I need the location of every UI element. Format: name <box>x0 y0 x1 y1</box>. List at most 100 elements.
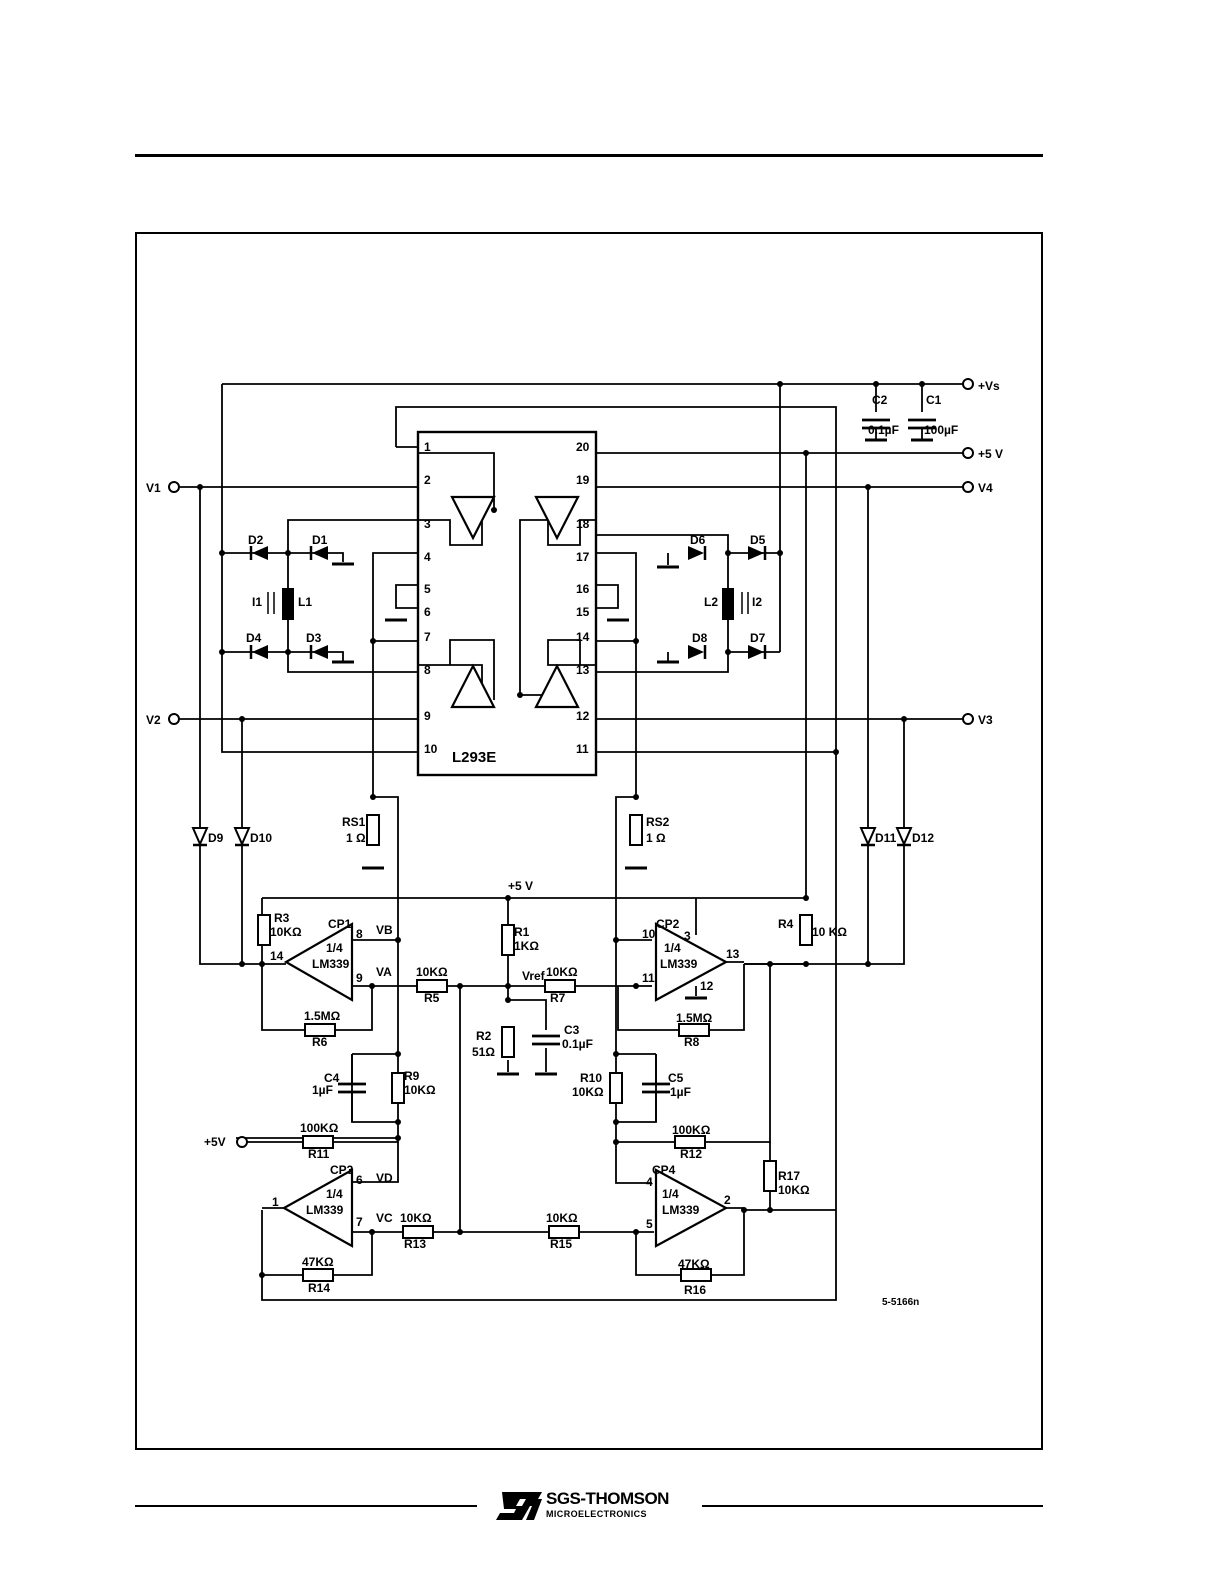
terminal-v2 <box>168 713 180 725</box>
label-d2: D2 <box>248 533 264 547</box>
chip-pin-1: 1 <box>424 440 431 454</box>
label-d7: D7 <box>750 631 766 645</box>
diode-d8 <box>686 643 707 661</box>
label-r8: R8 <box>684 1035 700 1049</box>
label-d3: D3 <box>306 631 322 645</box>
label-r14: R14 <box>308 1281 330 1295</box>
chip-pin-16: 16 <box>576 582 590 596</box>
comparator-cp3 <box>281 1168 354 1248</box>
l293e-chip <box>416 430 598 777</box>
resistor-r14 <box>302 1268 334 1282</box>
resistor-r4 <box>799 914 813 946</box>
label-cp4-part: LM339 <box>662 1203 700 1217</box>
label-cp2-part: LM339 <box>660 957 698 971</box>
label-d12: D12 <box>912 831 934 845</box>
label-r13-val: 10KΩ <box>400 1211 432 1225</box>
label-r7: R7 <box>550 991 566 1005</box>
label-c3: C3 <box>564 1023 580 1037</box>
label-rs2-val: 1 Ω <box>646 831 666 845</box>
label-r2: R2 <box>476 1029 492 1043</box>
label-r11: R11 <box>308 1147 330 1161</box>
label-d6: D6 <box>690 533 706 547</box>
label-c4: C4 <box>324 1071 340 1085</box>
brand-name: SGS-THOMSON <box>546 1489 669 1508</box>
label-i2: I2 <box>752 595 762 609</box>
label-vb: VB <box>376 923 393 937</box>
label-vref: Vref <box>522 969 546 983</box>
label-c2: C2 <box>872 393 888 407</box>
chip-pin-9: 9 <box>424 709 431 723</box>
pin-cp2-3: 3 <box>684 929 691 943</box>
label-c2-val: 0.1µF <box>868 423 899 437</box>
label-c4-val: 1µF <box>312 1083 333 1097</box>
pin-cp2-10: 10 <box>642 927 656 941</box>
pin-cp1-9: 9 <box>356 971 363 985</box>
chip-pin-15: 15 <box>576 605 590 619</box>
resistor-r2 <box>501 1026 515 1058</box>
chip-pin-7: 7 <box>424 630 431 644</box>
pin-cp4-5: 5 <box>646 1217 653 1231</box>
resistor-rs1 <box>366 814 380 846</box>
label-d11: D11 <box>875 831 897 845</box>
terminal-5v <box>962 447 974 459</box>
label-r15: R15 <box>550 1237 572 1251</box>
label-c1-val: 100µF <box>924 423 958 437</box>
label-r6: R6 <box>312 1035 328 1049</box>
label-va: VA <box>376 965 392 979</box>
pin-cp1-14: 14 <box>270 949 284 963</box>
comparator-cp2 <box>654 922 729 1002</box>
chip-name: L293E <box>452 749 496 766</box>
label-r2-val: 51Ω <box>472 1045 495 1059</box>
chip-pin-18: 18 <box>576 517 590 531</box>
pin-cp2-12: 12 <box>700 979 714 993</box>
header-rule <box>135 154 1043 157</box>
chip-pin-20: 20 <box>576 440 590 454</box>
label-r9-val: 10KΩ <box>404 1083 436 1097</box>
terminal-5v-left <box>236 1136 248 1148</box>
label-r5: R5 <box>424 991 440 1005</box>
label-v4: V4 <box>978 481 993 495</box>
figure-code: 5-5166n <box>882 1297 919 1308</box>
chip-pin-3: 3 <box>424 517 431 531</box>
chip-pin-17: 17 <box>576 550 590 564</box>
label-r17-val: 10KΩ <box>778 1183 810 1197</box>
label-r10-val: 10KΩ <box>572 1085 604 1099</box>
label-d8: D8 <box>692 631 708 645</box>
chip-pin-12: 12 <box>576 709 590 723</box>
resistor-r17 <box>763 1160 777 1192</box>
label-5v-rail: +5 V <box>508 879 533 893</box>
label-d5: D5 <box>750 533 766 547</box>
label-r5-val: 10KΩ <box>416 965 448 979</box>
label-cp4: CP4 <box>652 1163 676 1177</box>
chip-pin-5: 5 <box>424 582 431 596</box>
label-d9: D9 <box>208 831 224 845</box>
inductor-l2 <box>722 588 734 620</box>
comparator-cp4 <box>654 1168 729 1248</box>
diode-d3 <box>309 643 330 661</box>
terminal-v1 <box>168 481 180 493</box>
label-i1: I1 <box>252 595 262 609</box>
label-r10: R10 <box>580 1071 602 1085</box>
pin-cp3-6: 6 <box>356 1173 363 1187</box>
label-l2: L2 <box>704 595 718 609</box>
chip-pin-4: 4 <box>424 550 431 564</box>
resistor-r3 <box>257 914 271 946</box>
footer-rule-right <box>702 1505 1043 1507</box>
diode-d2 <box>249 544 270 562</box>
resistor-r10 <box>609 1072 623 1104</box>
label-r14-val: 47KΩ <box>302 1255 334 1269</box>
label-v3: V3 <box>978 713 993 727</box>
label-cp1-frac: 1/4 <box>326 941 343 955</box>
diode-d5 <box>746 544 767 562</box>
label-r6-val: 1.5MΩ <box>304 1009 341 1023</box>
diode-d12 <box>895 826 913 847</box>
label-cp4-frac: 1/4 <box>662 1187 679 1201</box>
label-d1: D1 <box>312 533 328 547</box>
label-cp3: CP3 <box>330 1163 354 1177</box>
label-c3-val: 0.1µF <box>562 1037 593 1051</box>
label-r11-val: 100KΩ <box>300 1121 339 1135</box>
diode-d4 <box>249 643 270 661</box>
label-v2: V2 <box>146 713 161 727</box>
label-r4-val: 10 KΩ <box>812 925 847 939</box>
